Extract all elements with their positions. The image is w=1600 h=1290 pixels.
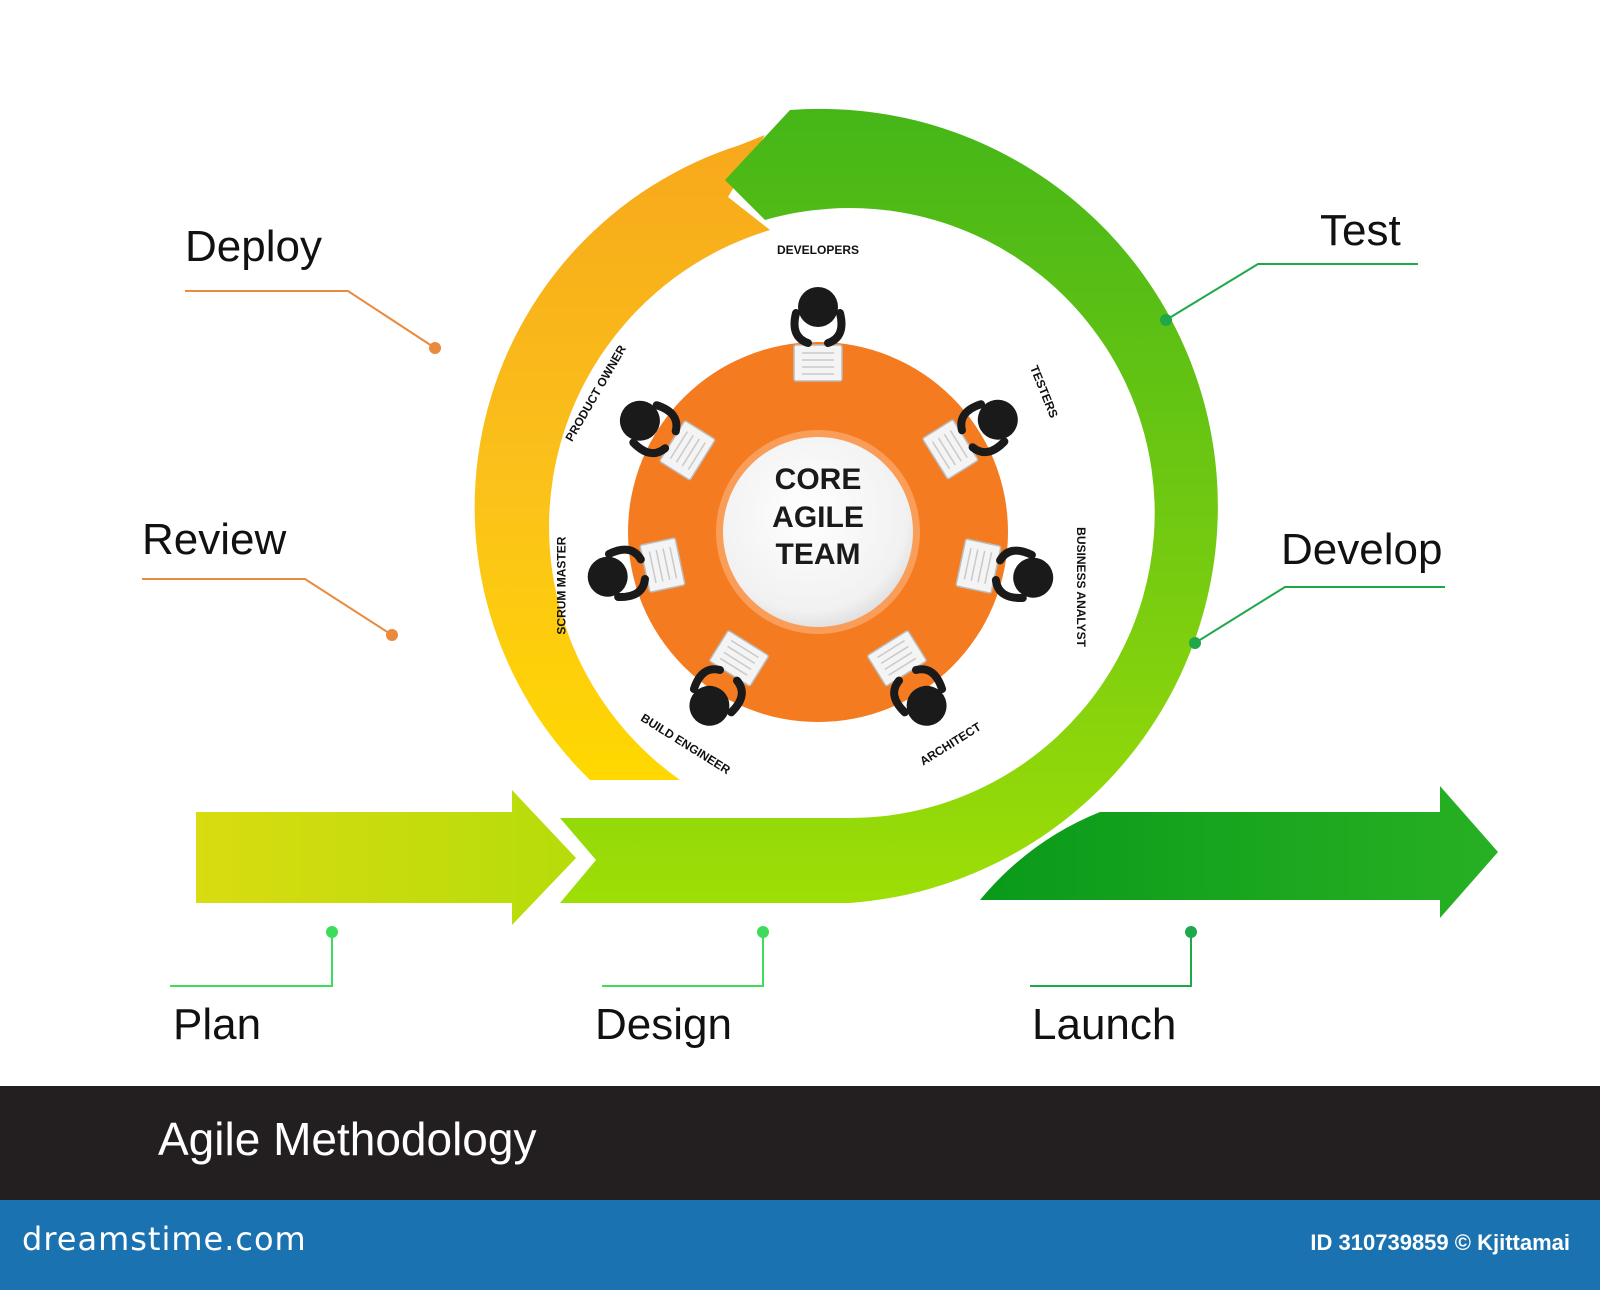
- seat-testers: [922, 399, 1018, 480]
- person-icon: [798, 287, 838, 327]
- seat-scrum-master: [587, 537, 686, 601]
- seat-business-analyst: [955, 538, 1054, 602]
- test-leader-line: [1165, 263, 1418, 321]
- person-icon: [619, 400, 660, 441]
- footer-bar: Agile Methodology: [0, 1086, 1600, 1200]
- deploy-leader-line: [185, 290, 436, 349]
- watermark-credit: ID 310739859 © Kjittamai: [1310, 1230, 1570, 1255]
- person-icon: [587, 556, 628, 597]
- test-develop-arc: [560, 108, 1218, 903]
- person-icon: [1013, 557, 1054, 598]
- launch-leader-line: [1030, 932, 1192, 987]
- desk-document-icon: [867, 630, 927, 687]
- desk-document-icon: [639, 537, 686, 593]
- person-icon: [906, 685, 947, 726]
- watermark-bar: dreamstime.com ID 310739859 © Kjittamai: [0, 1200, 1600, 1290]
- desk-document-icon: [955, 538, 1002, 594]
- seat-architect: [867, 630, 947, 726]
- watermark-brand: dreamstime.com: [22, 1220, 307, 1258]
- person-icon: [689, 685, 730, 726]
- plan-leader-dot: [326, 926, 338, 938]
- center-text-line2: AGILE: [772, 501, 864, 534]
- seat-build-engineer: [689, 630, 769, 726]
- develop-leader-line: [1194, 586, 1445, 644]
- role-label-architect: ARCHITECT: [917, 719, 984, 768]
- design-leader-line: [602, 932, 764, 987]
- seat-developers: [790, 287, 846, 382]
- person-arms-icon: [604, 545, 649, 601]
- launch-leader-dot: [1185, 926, 1197, 938]
- desk-document-icon: [659, 420, 716, 481]
- center-text-line3: TEAM: [776, 538, 861, 571]
- deploy-review-arc: [474, 135, 770, 780]
- center-text-line1: CORE: [775, 463, 862, 496]
- seat-product-owner: [619, 400, 716, 481]
- stage-label-launch: Launch: [1032, 1000, 1177, 1049]
- stage-label-plan: Plan: [173, 1000, 262, 1049]
- diagram-title: Agile Methodology: [158, 1113, 537, 1165]
- role-label-testers: TESTERS: [1027, 363, 1061, 420]
- role-label-business-analyst: BUSINESS ANALYST: [1074, 527, 1088, 647]
- plan-arrow: [196, 790, 576, 925]
- center-disc: [723, 437, 913, 627]
- role-label-scrum-master: SCRUM MASTER: [555, 536, 569, 634]
- plan-leader-line: [170, 932, 333, 987]
- design-leader-dot: [757, 926, 769, 938]
- desk-document-icon: [793, 344, 843, 382]
- person-arms-icon: [790, 309, 846, 347]
- stage-label-review: Review: [142, 515, 287, 564]
- stage-label-deploy: Deploy: [185, 222, 322, 271]
- stage-label-design: Design: [595, 1000, 732, 1049]
- review-leader-line: [142, 578, 393, 636]
- deploy-leader-dot: [429, 342, 441, 354]
- person-arms-icon: [991, 546, 1036, 602]
- role-label-developers: DEVELOPERS: [777, 243, 859, 257]
- person-icon: [977, 399, 1018, 440]
- person-arms-icon: [957, 400, 1009, 457]
- desk-document-icon: [922, 419, 979, 480]
- person-arms-icon: [890, 665, 947, 717]
- review-leader-dot: [386, 629, 398, 641]
- stage-label-develop: Develop: [1281, 525, 1443, 574]
- develop-leader-dot: [1189, 637, 1201, 649]
- person-arms-icon: [629, 401, 681, 458]
- person-arms-icon: [689, 665, 746, 717]
- test-leader-dot: [1160, 314, 1172, 326]
- desk-document-icon: [709, 630, 769, 687]
- launch-arrow: [980, 786, 1498, 918]
- stage-label-test: Test: [1320, 206, 1401, 255]
